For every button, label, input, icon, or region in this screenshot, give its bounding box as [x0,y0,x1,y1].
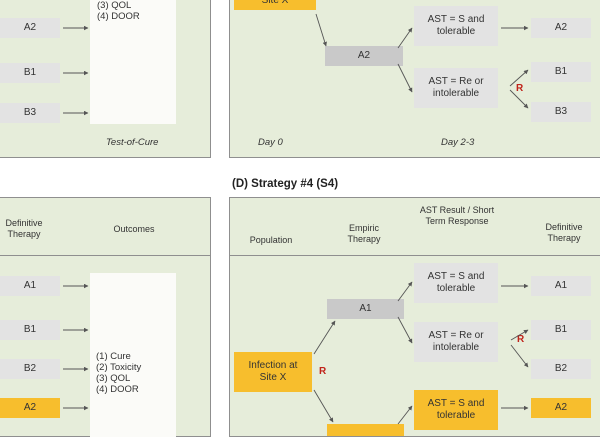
outcomes-box-bottom [90,273,176,437]
col-definitive-therapy-right: Definitive Therapy [545,222,583,243]
therapy-a1-left: A1 [0,276,60,296]
arrow-re-to-b3 [509,89,529,109]
definitive-b1-box: B1 [531,62,591,82]
therapy-b3-top: B3 [0,103,60,123]
arrow-lower-to-s [397,405,413,425]
randomize-marker-ast: R [517,334,525,345]
definitive-a2-right-box: A2 [531,398,591,418]
day-2-3-label: Day 2-3 [441,137,475,148]
therapy-a2-top: A2 [0,18,60,38]
outcome-qol-bottom: (3) QOL [96,373,131,384]
col-outcomes: Outcomes [113,224,155,234]
empiric-a2-box: A2 [325,46,403,66]
arrow-population-to-lower [313,389,334,423]
ast-re-intolerable-box: AST = Re or intolerable [414,68,498,108]
arrow-empiric-to-s [397,27,413,49]
ast-result-3-box: AST = S and tolerable [414,390,498,430]
therapy-b1-top: B1 [0,63,60,83]
col-ast-result: AST Result / Short Term Response [419,205,495,226]
arrow-re-to-b1-bottom [510,329,529,341]
randomize-marker-population: R [319,366,327,377]
site-x-box: Site X [234,0,316,10]
outcomes-box-top [90,0,176,124]
outcome-toxicity: (2) Toxicity [96,362,142,373]
arrow-empiric-to-re [397,63,413,93]
panel-d-title: (D) Strategy #4 (S4) [232,178,339,190]
outcome-door: (4) DOOR [97,11,140,22]
empiric-a1-box: A1 [327,299,404,319]
outcome-cure: (1) Cure [96,351,131,362]
header-divider-right [229,255,600,256]
therapy-b2-left: B2 [0,359,60,379]
arrow-a1-to-s [397,281,413,302]
outcome-door-bottom: (4) DOOR [96,384,139,395]
col-population: Population [249,235,293,245]
definitive-b3-box: B3 [531,102,591,122]
outcome-qol: (3) QOL [97,0,132,11]
arrow-site-to-empiric [315,13,327,47]
definitive-b2-box: B2 [531,359,591,379]
population-box: Infection at Site X [234,352,312,392]
therapy-a2-left: A2 [0,398,60,418]
arrow-re-to-b2-bottom [510,344,529,368]
definitive-a2-box: A2 [531,18,591,38]
randomize-marker-top: R [516,83,524,94]
test-of-cure-label: Test-of-Cure [106,137,159,148]
col-empiric-therapy: Empiric Therapy [347,223,381,244]
ast-s-tolerable-box: AST = S and tolerable [414,6,498,46]
ast-result-1-box: AST = S and tolerable [414,263,498,303]
arrow-population-to-a1 [313,320,336,355]
col-definitive-therapy-left: Definitive Therapy [5,218,43,239]
therapy-b1-left: B1 [0,320,60,340]
header-divider-left [0,255,211,256]
arrow-re-to-b1 [509,69,529,87]
ast-result-2-box: AST = Re or intolerable [414,322,498,362]
definitive-a1-box: A1 [531,276,591,296]
definitive-b1-right-box: B1 [531,320,591,340]
day-0-label: Day 0 [258,137,283,148]
arrow-a1-to-re [397,316,413,344]
